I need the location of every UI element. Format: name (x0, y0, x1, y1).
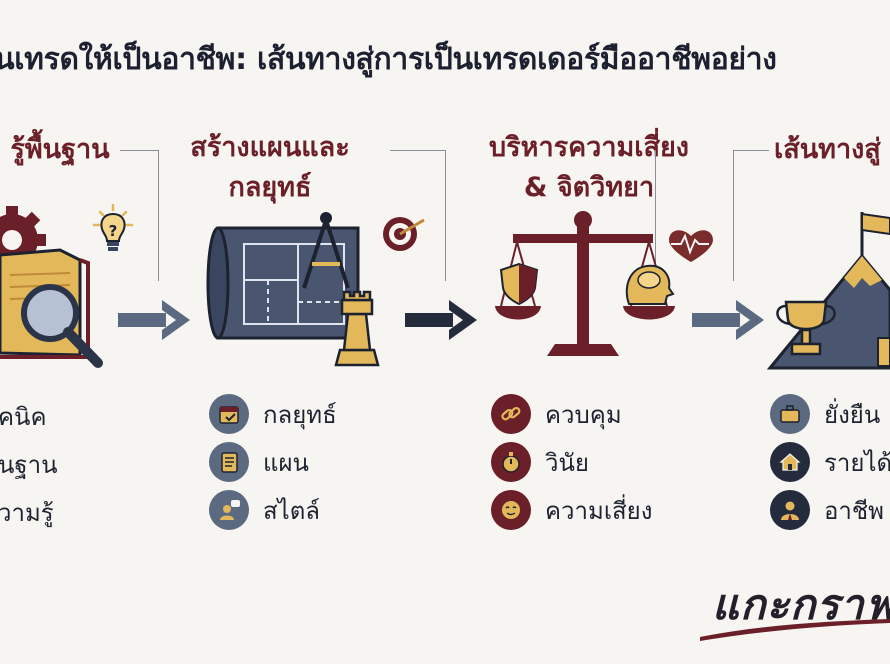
mountain-flag-trophy-icon (766, 212, 890, 370)
notebook-icon (209, 442, 249, 482)
column-3-item-1: ควบคุม (491, 393, 622, 435)
column-3-title: บริหารความเสี่ยง & จิตวิทยา (464, 128, 714, 208)
stopwatch-icon (491, 442, 531, 482)
balance-scale-shield-brain-icon (495, 211, 713, 356)
column-4-item-3-label: อาชีพ (824, 496, 884, 525)
column-2-title-line-1: สร้างแผนและ (190, 132, 350, 163)
calm-face-icon (491, 490, 531, 530)
professional-person-icon (770, 490, 810, 530)
column-4-bracket (733, 150, 769, 281)
column-3-item-2: วินัย (491, 441, 589, 483)
house-icon (770, 442, 810, 482)
book-magnifier-gear-icon (0, 206, 103, 368)
column-4-title: เส้นทางสู่ (774, 134, 881, 165)
blueprint-compass-chess-icon (206, 212, 425, 367)
column-4-item-2-label: รายได้ (824, 448, 890, 477)
column-2-item-1: กลยุทธ์ (209, 393, 337, 435)
column-2-item-3-label: สไตล์ (263, 496, 321, 525)
column-1-item-3-label: วามรู้ (0, 499, 54, 527)
column-2-item-3: สไตล์ (209, 489, 320, 531)
arrow-right-icon (692, 300, 764, 340)
column-3-item-3: ความเสี่ยง (491, 489, 652, 531)
chain-link-icon (491, 394, 531, 434)
column-4-item-1-label: ยั่งยืน (824, 400, 881, 429)
column-4-item-3: อาชีพ (770, 489, 884, 531)
column-2-bracket (390, 150, 446, 281)
column-3-title-line-1: บริหารความเสี่ยง (489, 132, 689, 163)
brand-swoosh-icon (700, 619, 890, 641)
column-2-item-1-label: กลยุทธ์ (263, 400, 337, 429)
lightbulb-question-icon: ? (92, 203, 134, 251)
briefcase-icon (770, 394, 810, 434)
column-3-item-1-label: ควบคุม (545, 400, 622, 429)
arrow-right-icon (118, 300, 190, 340)
calendar-check-icon (209, 394, 249, 434)
svg-text:?: ? (109, 222, 118, 240)
column-1-title: รู้พื้นฐาน (10, 134, 110, 165)
column-4-item-1: ยั่งยืน (770, 393, 880, 435)
page-title: นเทรดให้เป็นอาชีพ: เส้นทางสู่การเป็นเทรด… (0, 42, 777, 77)
column-2-item-2-label: แผน (263, 448, 309, 477)
column-2-title: สร้างแผนและ กลยุทธ์ (190, 128, 350, 208)
arrow-right-icon (405, 300, 477, 340)
column-3-item-2-label: วินัย (545, 448, 589, 477)
person-speech-icon (209, 490, 249, 530)
column-3-bracket (655, 150, 656, 280)
column-1-item-2-label: นฐาน (0, 451, 58, 479)
column-1-item-1-label: คนิค (0, 403, 47, 431)
column-3-title-line-2: & จิตวิทยา (523, 172, 655, 203)
column-3-item-3-label: ความเสี่ยง (545, 496, 653, 525)
column-4-item-2: รายได้ (770, 441, 890, 483)
column-2-item-2: แผน (209, 441, 309, 483)
column-2-title-line-2: กลยุทธ์ (228, 172, 312, 203)
column-1-bracket (120, 150, 159, 281)
